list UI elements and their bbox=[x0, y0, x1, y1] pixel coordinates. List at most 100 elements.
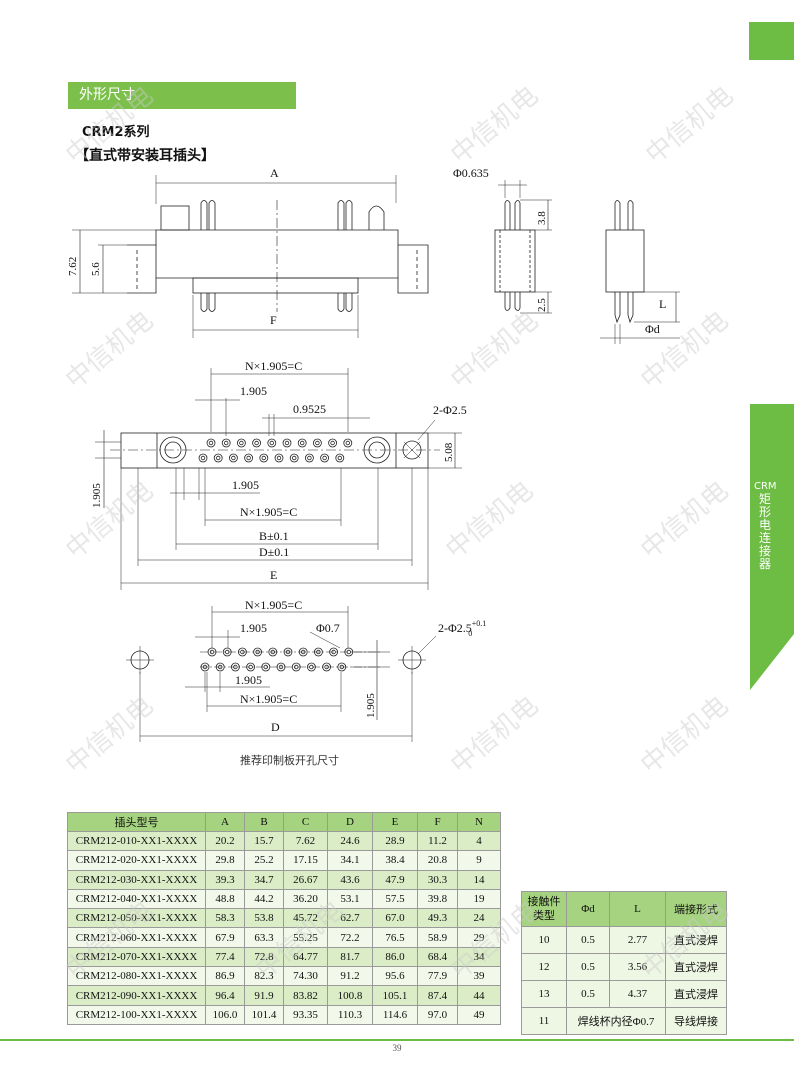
pcb-hole bbox=[322, 662, 332, 672]
pin-hole-inner bbox=[223, 440, 229, 446]
pcb-hole bbox=[337, 662, 347, 672]
pcb-pitch-top-label: 1.905 bbox=[240, 621, 267, 635]
pin-hole-inner bbox=[292, 455, 297, 461]
model-cell: CRM212-070-XX1-XXXX bbox=[67, 946, 206, 968]
pin-hole-inner bbox=[246, 455, 251, 461]
pcb-hole-inner bbox=[233, 664, 238, 670]
value-cell: 39.8 bbox=[417, 888, 458, 910]
value-cell: 91.2 bbox=[327, 966, 373, 987]
value-cell: 97.0 bbox=[417, 1004, 458, 1025]
pin-hole bbox=[228, 453, 238, 463]
value-cell: 95.6 bbox=[372, 966, 418, 987]
dim-B-label: B±0.1 bbox=[259, 529, 289, 543]
value-cell: 4 bbox=[457, 830, 501, 852]
pcb-nxc-bottom-label: N×1.905=C bbox=[240, 692, 297, 706]
pin-hole-inner bbox=[337, 455, 342, 461]
contact-type-11: 11 bbox=[521, 1007, 567, 1035]
value-cell: 20.8 bbox=[417, 850, 458, 871]
pin-hole bbox=[274, 453, 284, 463]
value-cell: 26.67 bbox=[283, 869, 328, 890]
value-cell: 58.3 bbox=[205, 908, 245, 929]
value-cell: 87.4 bbox=[417, 985, 458, 1006]
value-cell: 63.3 bbox=[244, 927, 284, 948]
value-cell: 7.62 bbox=[283, 830, 328, 852]
dim-pitch-label: 1.905 bbox=[240, 384, 267, 398]
value-cell: 68.4 bbox=[417, 946, 458, 968]
footer-line bbox=[0, 1039, 794, 1041]
header-E: E bbox=[372, 812, 418, 832]
value-cell: 39.3 bbox=[205, 869, 245, 890]
pcb-nxc-top-label: N×1.905=C bbox=[245, 598, 302, 612]
value-cell: 72.2 bbox=[327, 927, 373, 948]
value-cell: 29.8 bbox=[205, 850, 245, 871]
pin-hole-inner bbox=[231, 455, 236, 461]
value-cell: 57.5 bbox=[372, 888, 418, 910]
value-cell: 17.15 bbox=[283, 850, 328, 871]
dim-L-label: L bbox=[659, 297, 666, 311]
pin-face-view-drawing bbox=[95, 368, 462, 590]
model-cell: CRM212-080-XX1-XXXX bbox=[67, 966, 206, 987]
pcb-layout-drawing bbox=[126, 606, 437, 742]
pcb-hole-dia-label: Φ0.7 bbox=[316, 621, 340, 635]
pin-hole-inner bbox=[254, 440, 259, 446]
pin-hole bbox=[328, 438, 338, 448]
value-cell: 101.4 bbox=[244, 1004, 284, 1025]
value-cell: 55.25 bbox=[283, 927, 328, 948]
value-cell: 14 bbox=[457, 869, 501, 890]
pin-hole-inner bbox=[239, 440, 244, 446]
pcb-hole bbox=[291, 662, 301, 672]
pcb-hole bbox=[329, 647, 339, 657]
pcb-hole bbox=[298, 647, 308, 657]
value-cell: 110.3 bbox=[327, 1004, 373, 1025]
dimension-drawings: A F 7.62 5.6 Φ0.635 3.8 2.5 L bbox=[67, 166, 680, 742]
pcb-row-spacing-label: 1.905 bbox=[365, 693, 377, 718]
value-cell: 86.0 bbox=[372, 946, 418, 968]
side-view-1-drawing bbox=[494, 180, 552, 314]
header-L: L bbox=[609, 891, 666, 927]
pcb-hole bbox=[306, 662, 316, 672]
pcb-hole bbox=[313, 647, 323, 657]
value-cell: 74.30 bbox=[283, 966, 328, 987]
pcb-hole bbox=[200, 662, 210, 672]
value-cell: 25.2 bbox=[244, 850, 284, 871]
value-cell: 53.8 bbox=[244, 908, 284, 929]
model-cell: CRM212-040-XX1-XXXX bbox=[67, 888, 206, 910]
pcb-hole-inner bbox=[263, 664, 268, 670]
pcb-hole-inner bbox=[278, 664, 284, 670]
value-cell: 34 bbox=[457, 946, 501, 968]
value-cell: 72.8 bbox=[244, 946, 284, 968]
dim-F-label: F bbox=[270, 313, 277, 327]
value-cell: 106.0 bbox=[205, 1004, 245, 1025]
header-C: C bbox=[283, 812, 328, 832]
pcb-hole bbox=[276, 662, 286, 672]
header-model: 插头型号 bbox=[67, 812, 206, 832]
value-cell: 47.9 bbox=[372, 869, 418, 890]
value-cell: 20.2 bbox=[205, 830, 245, 852]
pin-hole bbox=[297, 438, 307, 448]
value-cell: 34.7 bbox=[244, 869, 284, 890]
pcb-hole-inner bbox=[224, 649, 230, 655]
value-cell: 36.20 bbox=[283, 888, 328, 910]
pcb-hole bbox=[246, 662, 256, 672]
pcb-hole-inner bbox=[309, 664, 314, 670]
model-cell: CRM212-010-XX1-XXXX bbox=[67, 830, 206, 852]
model-cell: CRM212-090-XX1-XXXX bbox=[67, 985, 206, 1006]
pin-hole bbox=[252, 438, 262, 448]
value-cell: 82.3 bbox=[244, 966, 284, 987]
pcb-hole-inner bbox=[285, 649, 291, 655]
pcb-hole-inner bbox=[346, 649, 351, 655]
value-cell: 44.2 bbox=[244, 888, 284, 910]
value-cell: 11.2 bbox=[417, 830, 458, 852]
pin-hole bbox=[244, 453, 254, 463]
value-cell: 45.72 bbox=[283, 908, 328, 929]
dim-pitch-bottom-label: 1.905 bbox=[232, 478, 259, 492]
value-cell: 34.1 bbox=[327, 850, 373, 871]
